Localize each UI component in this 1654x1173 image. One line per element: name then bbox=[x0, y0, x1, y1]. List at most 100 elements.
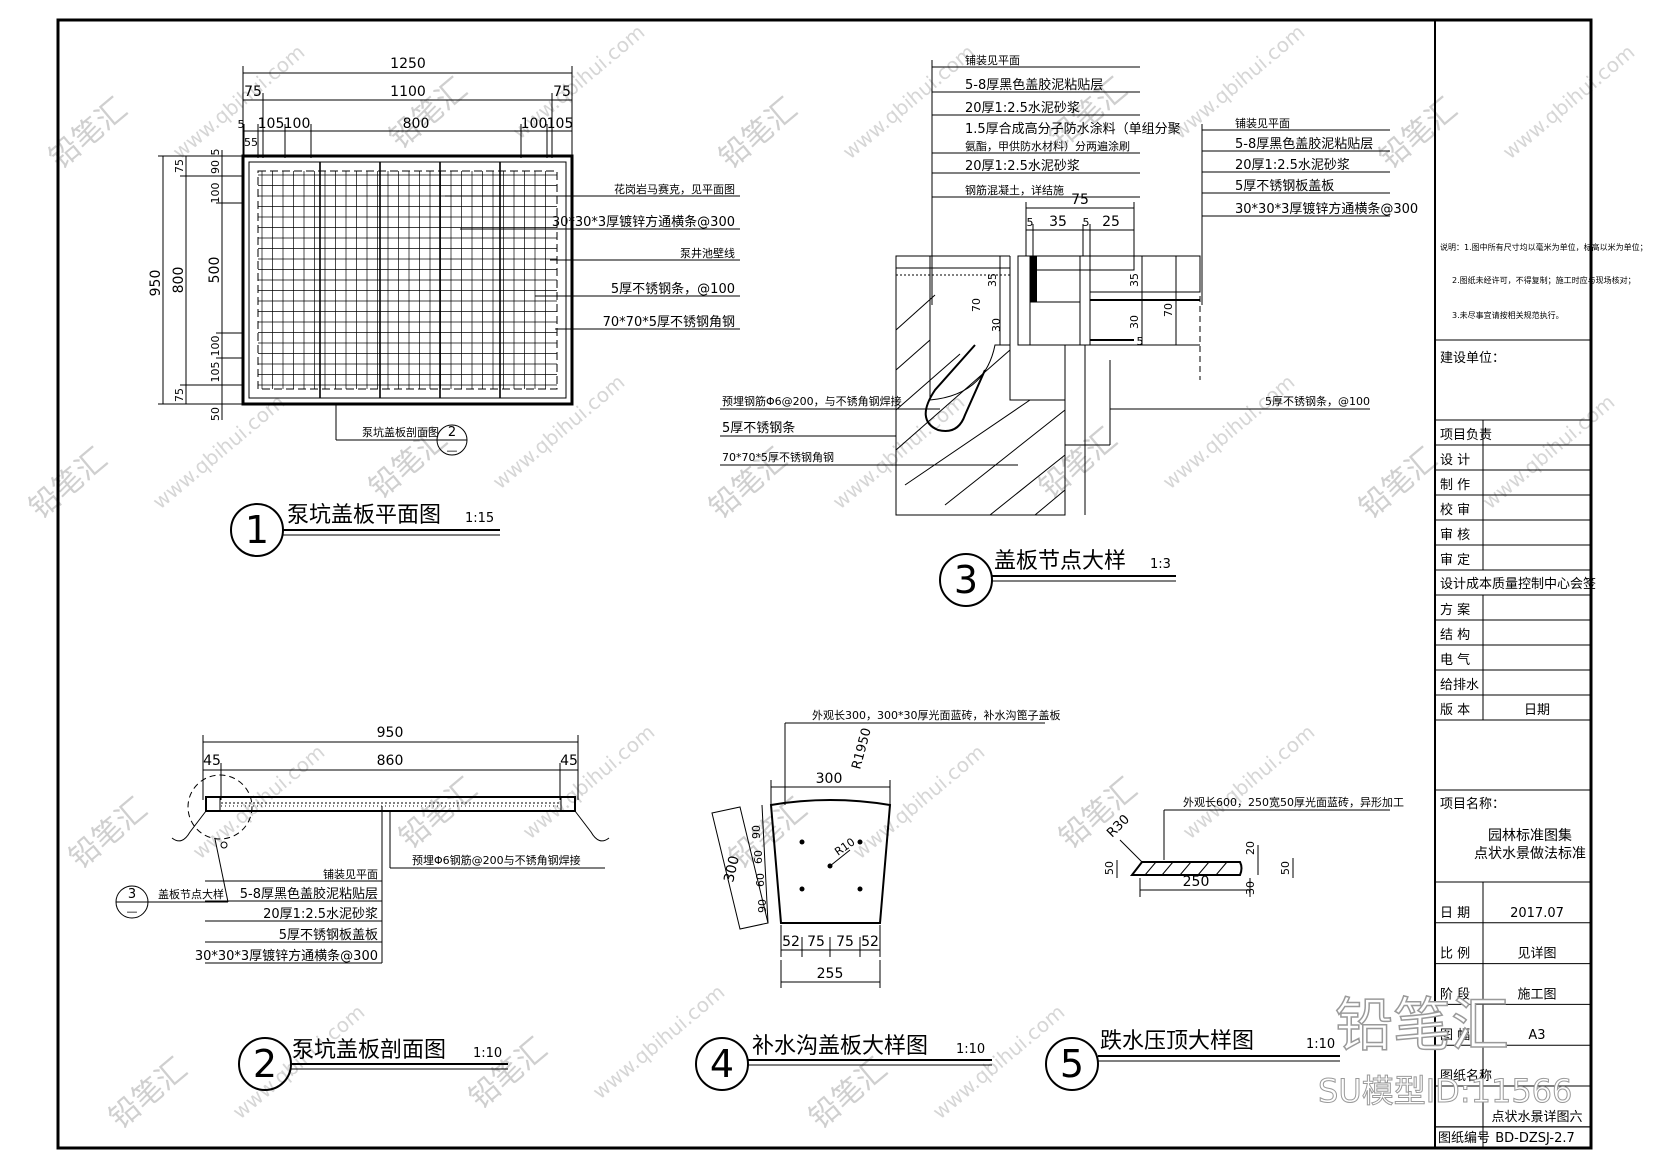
tb-row-label: 项目负责 bbox=[1440, 428, 1492, 443]
d1-note-2: 泵井池壁线 bbox=[680, 246, 735, 260]
watermark-brand: 铅笔汇 bbox=[23, 441, 114, 526]
drawing-1-plan: 1250 75 1 100 75 5 55 105 100 800 100 105… bbox=[148, 56, 740, 557]
d1-note-1: 30*30*3厚镀锌方通横条@300 bbox=[552, 214, 735, 230]
tb-row-value: 日期 bbox=[1524, 703, 1550, 718]
model-id-watermark: SU模型ID:11566 bbox=[1318, 1072, 1572, 1110]
tb-row-label: 给排水 bbox=[1440, 678, 1479, 693]
d4-dim-v60a: 60 bbox=[752, 850, 765, 864]
d1-dim-800w: 800 bbox=[403, 116, 430, 132]
drawing-2-section: 950 45 860 45 预埋Φ6钢筋@200与不锈角钢焊接 铺装见平面 5-… bbox=[115, 725, 610, 1091]
tb-row-value: 2017.07 bbox=[1510, 906, 1564, 921]
tb-drawing-no-label: 图纸编号 bbox=[1438, 1131, 1490, 1146]
watermark-brand: 铅笔汇 bbox=[1373, 91, 1464, 176]
watermark-brand: 铅笔汇 bbox=[803, 1051, 894, 1136]
d4-title-bubble bbox=[695, 1037, 749, 1091]
d5-dim-30: 30 bbox=[1244, 881, 1257, 895]
d5-dim-250: 250 bbox=[1183, 874, 1210, 890]
tb-project-name-2: 点状水景做法标准 bbox=[1474, 846, 1586, 862]
tb-row-value: 见详图 bbox=[1517, 947, 1556, 962]
d3-note-left-1: 5-8厚黑色盖胶泥粘贴层 bbox=[965, 77, 1103, 93]
d1-dim-v5: 5 bbox=[209, 149, 222, 156]
d1-scale: 1:15 bbox=[465, 511, 494, 526]
d3-note-left-5: 20厚1:2.5水泥砂浆 bbox=[965, 159, 1080, 174]
d3-note-left-2: 20厚1:2.5水泥砂浆 bbox=[965, 101, 1080, 116]
tb-row-label: 图纸名称 bbox=[1440, 1068, 1492, 1084]
tb-row-label: 日 期 bbox=[1440, 906, 1470, 921]
tb-row-value: A3 bbox=[1528, 1028, 1545, 1043]
watermark-brand: 铅笔汇 bbox=[463, 1031, 554, 1116]
drawing-4-gutter-cover: 外观长300，300*30厚光面蓝砖，补水沟篦子盖板 R10 300 R1950… bbox=[695, 708, 1061, 1091]
d1-dim-5: 5 bbox=[238, 118, 245, 131]
d3-dim-v35b: 35 bbox=[1128, 273, 1141, 287]
d3-note-bottom-2: 70*70*5厚不锈钢角钢 bbox=[722, 451, 834, 464]
d1-dim-55: 55 bbox=[244, 136, 258, 149]
tb-note-0: 说明：1.图中所有尺寸均以毫米为单位，标高以米为单位； bbox=[1440, 242, 1648, 252]
d2-note-rebar: 预埋Φ6钢筋@200与不锈角钢焊接 bbox=[412, 853, 581, 867]
d5-scale: 1:10 bbox=[1306, 1037, 1335, 1052]
d3-dim-5b: 5 bbox=[1083, 216, 1090, 229]
watermark-brand: 铅笔汇 bbox=[63, 791, 154, 876]
d5-dim-50a: 50 bbox=[1103, 861, 1116, 875]
d3-scale: 1:3 bbox=[1150, 557, 1171, 572]
d1-dim-800h: 800 bbox=[171, 267, 187, 294]
d4-dim-v300: 300 bbox=[721, 854, 743, 884]
d1-section-ref-sheet: — bbox=[447, 444, 458, 457]
tb-row-label: 审 核 bbox=[1440, 528, 1470, 543]
brand-logo-watermark: 铅笔汇 bbox=[1335, 991, 1509, 1059]
watermark-url: www.qbihui.com bbox=[1178, 720, 1319, 844]
watermark-brand: 铅笔汇 bbox=[1353, 441, 1444, 526]
d3-note-left-3: 1.5厚合成高分子防水涂料（单组分聚 bbox=[965, 121, 1181, 137]
tb-note-2: 3.未尽事宜请按相关规范执行。 bbox=[1452, 310, 1564, 320]
d3-rebar-hook bbox=[924, 344, 986, 432]
d3-note-left-0: 铺装见平面 bbox=[965, 54, 1020, 67]
d1-section-ref-label: 泵坑盖板剖面图 bbox=[362, 425, 439, 439]
d3-note-bottom-0: 预埋钢筋Φ6@200，与不锈角钢焊接 bbox=[722, 394, 902, 408]
d2-note-1: 5-8厚黑色盖胶泥粘贴层 bbox=[240, 886, 378, 902]
d1-dim-100a: 100 bbox=[284, 116, 311, 132]
tb-row-label: 审 定 bbox=[1440, 553, 1470, 568]
d1-note-3: 5厚不锈钢条，@100 bbox=[611, 281, 735, 297]
d4-scale: 1:10 bbox=[956, 1042, 985, 1057]
d3-dim-v5: 5 bbox=[1137, 335, 1144, 348]
d3-note-right-4: 30*30*3厚镀锌方通横条@300 bbox=[1235, 201, 1418, 217]
d5-dim-20: 20 bbox=[1244, 841, 1257, 855]
d3-note-bottom-1: 5厚不锈钢条 bbox=[722, 420, 795, 436]
d4-dim-r10: R10 bbox=[832, 835, 857, 858]
d1-dim-1250: 1250 bbox=[390, 56, 426, 72]
d1-dim-100b: 100 bbox=[521, 116, 548, 132]
tb-row-value: 点状水景详图六 bbox=[1491, 1110, 1582, 1125]
d4-dim-300: 300 bbox=[816, 771, 843, 787]
watermark-brand: 铅笔汇 bbox=[1053, 771, 1144, 856]
watermark-url: www.qbihui.com bbox=[1158, 370, 1299, 494]
d1-grid-mesh bbox=[258, 162, 557, 398]
watermark-url: www.qbihui.com bbox=[488, 370, 629, 494]
tb-row-label: 比 例 bbox=[1440, 947, 1470, 962]
d3-note-right-bottom: 5厚不锈钢条，@100 bbox=[1265, 394, 1370, 408]
d3-dim-v70a: 70 bbox=[970, 298, 983, 312]
d3-note-right-3: 5厚不锈钢板盖板 bbox=[1235, 179, 1334, 194]
d5-dim-50b: 50 bbox=[1279, 861, 1292, 875]
d3-title: 盖板节点大样 bbox=[994, 549, 1126, 574]
d4-dim-v90b: 90 bbox=[756, 899, 769, 913]
d1-dim-v75a: 75 bbox=[173, 159, 186, 173]
d4-dim-v90a: 90 bbox=[750, 825, 763, 839]
d2-dim-45a: 45 bbox=[203, 753, 221, 769]
d1-title-num: 1 bbox=[245, 508, 269, 552]
d2-note-2: 20厚1:2.5水泥砂浆 bbox=[263, 907, 378, 922]
d3-note-right-1: 5-8厚黑色盖胶泥粘贴层 bbox=[1235, 136, 1373, 152]
tb-row-label: 设 计 bbox=[1440, 453, 1470, 468]
tb-row-label: 阶 段 bbox=[1440, 987, 1470, 1002]
d1-dim-75a: 75 bbox=[244, 84, 262, 100]
d2-detail-ref-label: 盖板节点大样 bbox=[158, 887, 224, 901]
tb-row-label: 结 构 bbox=[1440, 628, 1470, 643]
d5-title: 跌水压顶大样图 bbox=[1100, 1029, 1254, 1054]
d1-plate-outline bbox=[241, 154, 574, 406]
tb-sign-label: 设计成本质量控制中心会签 bbox=[1440, 576, 1596, 592]
d2-dim-45b: 45 bbox=[560, 753, 578, 769]
tb-row-label: 制 作 bbox=[1440, 478, 1470, 493]
d4-dim-52b: 52 bbox=[861, 934, 879, 950]
watermark-url: www.qbihui.com bbox=[928, 1000, 1069, 1124]
d1-dim-105a: 105 bbox=[258, 116, 285, 132]
d1-dim-v100a: 100 bbox=[209, 183, 222, 204]
d1-dim-v105: 105 bbox=[209, 362, 222, 383]
